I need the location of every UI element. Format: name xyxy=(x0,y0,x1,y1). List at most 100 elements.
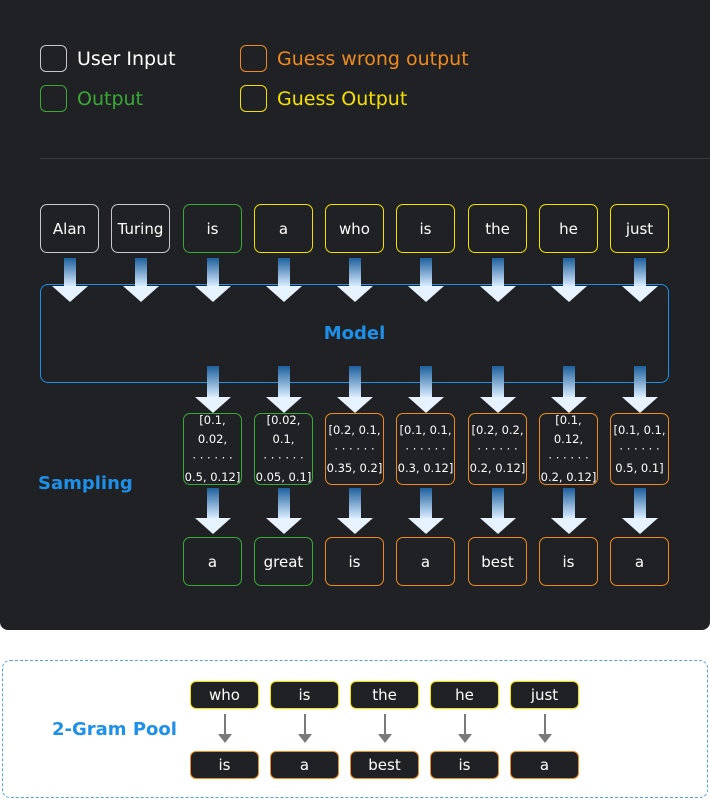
prob-line: 0.5, 0.12] xyxy=(184,470,241,484)
arrow-shaft xyxy=(633,258,646,286)
prob-line: [0.1, 0.1, xyxy=(613,422,666,437)
arrow-shaft xyxy=(224,714,226,734)
arrow-shaft xyxy=(277,258,290,286)
arrow-shaft xyxy=(633,366,646,397)
prob-line: 0.2, 0.12] xyxy=(540,470,597,484)
arrow-shaft xyxy=(562,488,575,518)
arrow-head xyxy=(407,286,444,302)
arrow-head xyxy=(336,518,373,534)
pool-key-token: who xyxy=(190,681,259,709)
output-token: great xyxy=(254,537,313,586)
down-arrow-icon xyxy=(378,714,392,743)
down-arrow-icon xyxy=(194,366,231,413)
legend-label: Guess Output xyxy=(277,87,408,110)
down-arrow-icon xyxy=(550,488,587,534)
probability-vector: [0.02, 0.1,· · · · · ·0.05, 0.1] xyxy=(254,413,313,485)
arrow-head xyxy=(336,397,373,413)
probability-vector: [0.1, 0.1,· · · · · ·0.3, 0.12] xyxy=(396,413,455,485)
prob-line: · · · · · · xyxy=(548,451,589,465)
prob-line: 0.35, 0.2] xyxy=(326,460,383,475)
output-token: is xyxy=(325,537,384,586)
input-token: he xyxy=(539,204,598,253)
down-arrow-icon xyxy=(265,366,302,413)
arrow-head xyxy=(194,397,231,413)
down-arrow-icon xyxy=(621,488,658,534)
arrow-shaft xyxy=(491,488,504,518)
input-token: just xyxy=(610,204,669,253)
down-arrow-icon xyxy=(265,258,302,302)
output-token: a xyxy=(183,537,242,586)
arrow-shaft xyxy=(348,258,361,286)
output-token: best xyxy=(468,537,527,586)
arrow-head xyxy=(458,734,472,743)
arrow-shaft xyxy=(464,714,466,734)
divider xyxy=(40,158,710,159)
down-arrow-icon xyxy=(298,714,312,743)
prob-line: · · · · · · xyxy=(263,451,304,465)
pool-value-token: is xyxy=(430,751,499,779)
pool-label: 2-Gram Pool xyxy=(52,719,177,740)
arrow-shaft xyxy=(277,488,290,518)
arrow-shaft xyxy=(134,258,147,286)
input-token: who xyxy=(325,204,384,253)
arrow-shaft xyxy=(63,258,76,286)
arrow-shaft xyxy=(206,366,219,397)
down-arrow-icon xyxy=(218,714,232,743)
legend-swatch xyxy=(240,85,267,112)
down-arrow-icon xyxy=(336,366,373,413)
prob-line: 0.3, 0.12] xyxy=(397,460,454,475)
arrow-head xyxy=(265,397,302,413)
legend-label: Output xyxy=(77,87,143,110)
pool-key-token: the xyxy=(350,681,419,709)
arrow-head xyxy=(194,518,231,534)
arrow-head xyxy=(550,286,587,302)
prob-line: · · · · · · xyxy=(619,441,660,456)
ngram-pool-panel xyxy=(2,660,708,798)
arrow-shaft xyxy=(348,366,361,397)
down-arrow-icon xyxy=(194,488,231,534)
arrow-head xyxy=(479,518,516,534)
prob-line: [0.2, 0.2, xyxy=(471,422,524,437)
down-arrow-icon xyxy=(336,488,373,534)
output-token: is xyxy=(539,537,598,586)
sampling-label: Sampling xyxy=(38,473,133,494)
down-arrow-icon xyxy=(265,488,302,534)
down-arrow-icon xyxy=(550,258,587,302)
down-arrow-icon xyxy=(479,366,516,413)
pool-value-token: a xyxy=(510,751,579,779)
prob-line: [0.1, 0.02, xyxy=(197,413,228,446)
arrow-shaft xyxy=(491,366,504,397)
arrow-head xyxy=(550,397,587,413)
prob-line: · · · · · · xyxy=(405,441,446,456)
pool-key-token: just xyxy=(510,681,579,709)
prob-line: 0.05, 0.1] xyxy=(255,470,312,484)
arrow-head xyxy=(265,286,302,302)
pool-value-token: is xyxy=(190,751,259,779)
arrow-head xyxy=(479,286,516,302)
legend-item: Guess Output xyxy=(240,85,407,112)
arrow-shaft xyxy=(419,488,432,518)
arrow-shaft xyxy=(384,714,386,734)
prob-line: · · · · · · xyxy=(334,441,375,456)
probability-vector: [0.2, 0.1,· · · · · ·0.35, 0.2] xyxy=(325,413,384,485)
arrow-shaft xyxy=(562,366,575,397)
legend-item: Guess wrong output xyxy=(240,45,469,72)
down-arrow-icon xyxy=(479,258,516,302)
arrow-head xyxy=(336,286,373,302)
arrow-shaft xyxy=(206,488,219,518)
pool-key-token: he xyxy=(430,681,499,709)
arrow-head xyxy=(407,518,444,534)
input-token: the xyxy=(468,204,527,253)
arrow-shaft xyxy=(491,258,504,286)
arrow-head xyxy=(621,518,658,534)
probability-vector: [0.1, 0.02,· · · · · ·0.5, 0.12] xyxy=(183,413,242,485)
prob-line: 0.2, 0.12] xyxy=(469,460,526,475)
input-token: Turing xyxy=(111,204,170,253)
pool-key-token: is xyxy=(270,681,339,709)
probability-vector: [0.1, 0.12,· · · · · ·0.2, 0.12] xyxy=(539,413,598,485)
arrow-head xyxy=(550,518,587,534)
arrow-head xyxy=(218,734,232,743)
output-token: a xyxy=(610,537,669,586)
model-label: Model xyxy=(323,323,386,344)
